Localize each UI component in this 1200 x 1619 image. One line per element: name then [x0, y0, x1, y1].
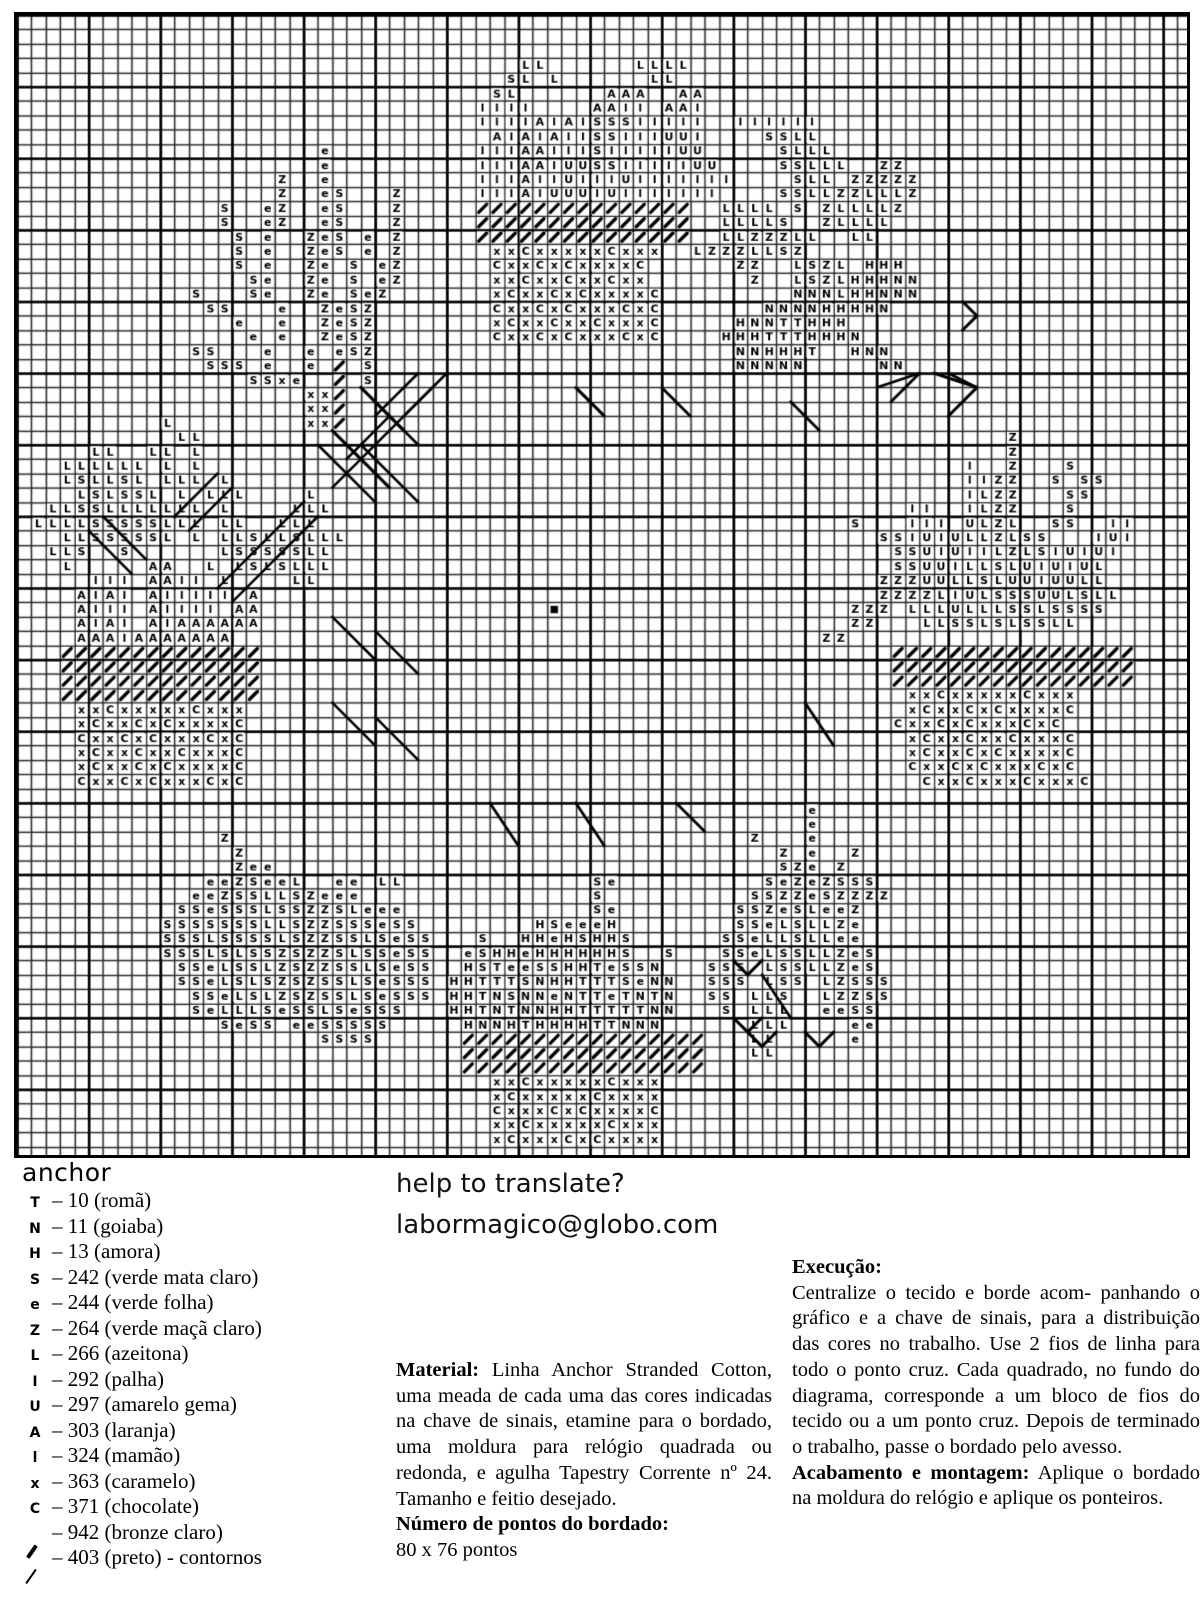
finishing-heading: Acabamento e montagem: — [792, 1461, 1030, 1484]
stitch-count-value: 80 x 76 pontos — [396, 1538, 518, 1561]
legend-color-label: – 942 (bronze claro) — [52, 1519, 223, 1544]
legend-row: x – 363 (caramelo) — [18, 1469, 378, 1495]
legend-row: – 403 (preto) - contornos — [18, 1545, 378, 1571]
legend-row: I – 292 (palha) — [18, 1367, 378, 1393]
note-line-1: help to translate? — [396, 1169, 625, 1199]
legend-row: C – 371 (chocolate) — [18, 1494, 378, 1520]
legend-color-label: – 324 (mamão) — [52, 1443, 181, 1468]
legend-symbol-icon: N — [29, 1220, 41, 1237]
legend-color-label: – 292 (palha) — [52, 1366, 164, 1391]
execution-body: Centralize o tecido e borde acom- panhan… — [792, 1281, 1200, 1458]
legend-color-label: – 11 (goiaba) — [52, 1213, 164, 1238]
cross-stitch-chart — [14, 12, 1190, 1158]
material-body: Linha Anchor Stranded Cotton, uma meada … — [396, 1359, 772, 1510]
legend-color-label: – 10 (romã) — [52, 1188, 152, 1213]
legend-color-label: – 266 (azeitona) — [52, 1341, 189, 1366]
legend-symbol-icon: T — [30, 1195, 40, 1212]
legend-row: N – 11 (goiaba) — [18, 1214, 378, 1240]
execution-heading: Execução: — [792, 1256, 882, 1278]
legend-color-label: – 242 (verde mata claro) — [52, 1264, 259, 1289]
legend-row: A – 303 (laranja) — [18, 1418, 378, 1444]
legend-row: Z – 264 (verde maçã claro) — [18, 1316, 378, 1342]
legend-row: L – 266 (azeitona) — [18, 1341, 378, 1367]
legend-row: e – 244 (verde folha) — [18, 1290, 378, 1316]
legend-color-label: – 264 (verde maçã claro) — [52, 1315, 262, 1340]
translation-request-note: help to translate? labormagico@globo.com — [396, 1164, 796, 1246]
stitch-count-heading: Número de pontos do bordado: — [396, 1513, 669, 1536]
legend-symbol-icon: S — [29, 1271, 41, 1288]
legend-color-label: – 303 (laranja) — [52, 1417, 176, 1442]
note-email[interactable]: labormagico@globo.com — [396, 1210, 719, 1240]
legend-row: U – 297 (amarelo gema) — [18, 1392, 378, 1418]
material-paragraph: Material: Linha Anchor Stranded Cotton, … — [396, 1358, 772, 1512]
execution-section: Execução: Centralize o tecido e borde ac… — [792, 1255, 1200, 1512]
legend-row: – 942 (bronze claro) — [18, 1520, 378, 1546]
finishing-paragraph: Acabamento e montagem: Aplique o bordado… — [792, 1461, 1200, 1512]
legend-symbol-icon: I — [32, 1373, 38, 1390]
legend-row: S – 242 (verde mata claro) — [18, 1265, 378, 1291]
legend-row: H – 13 (amora) — [18, 1239, 378, 1265]
finishing-body: Aplique o bordado na moldura do relógio … — [792, 1461, 1200, 1510]
material-section: Material: Linha Anchor Stranded Cotton, … — [396, 1358, 772, 1564]
color-key-legend: anchor T – 10 (romã) N – 11 (goiaba) H – 13 (… — [18, 1158, 378, 1571]
legend-symbol-icon: Z — [29, 1322, 41, 1339]
legend-symbol-icon: e — [30, 1297, 40, 1314]
legend-symbol-icon: L — [30, 1348, 40, 1365]
legend-symbol-icon: x — [30, 1475, 40, 1492]
material-heading: Material: — [396, 1359, 480, 1381]
legend-symbol-icon: H — [29, 1246, 41, 1263]
legend-row: T – 10 (romã) — [18, 1188, 378, 1214]
legend-symbol-icon: l — [32, 1450, 38, 1467]
legend-row: l – 324 (mamão) — [18, 1443, 378, 1469]
legend-symbol-icon: C — [29, 1501, 41, 1518]
legend-color-label: – 371 (chocolate) — [52, 1494, 199, 1519]
legend-brand-title: anchor — [22, 1158, 112, 1187]
pattern-grid-canvas — [17, 15, 1187, 1155]
legend-color-label: – 244 (verde folha) — [52, 1290, 214, 1315]
legend-color-label: – 403 (preto) - contornos — [52, 1545, 262, 1570]
legend-color-label: – 363 (caramelo) — [52, 1468, 196, 1493]
legend-color-label: – 13 (amora) — [52, 1239, 161, 1264]
legend-symbol-icon: A — [29, 1424, 41, 1441]
legend-color-label: – 297 (amarelo gema) — [52, 1392, 237, 1417]
legend-symbol-icon: U — [29, 1399, 41, 1416]
